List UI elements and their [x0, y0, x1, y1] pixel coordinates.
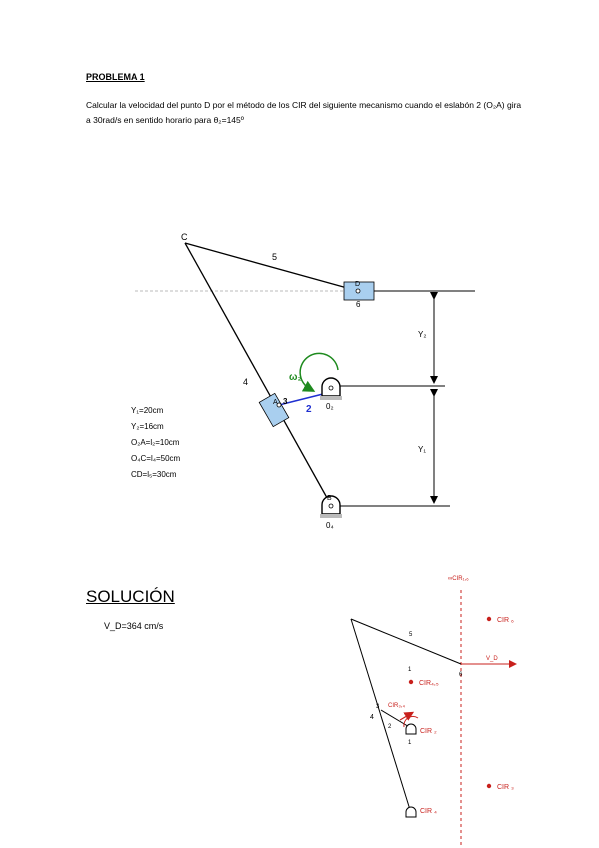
givens-list: Y₁=20cm Y₂=16cm O₂A=l₂=10cm O₄C=l₄=50cm …: [131, 403, 180, 483]
sol-label-pt1b: 1: [408, 740, 412, 746]
given-l2: O₂A=l₂=10cm: [131, 438, 180, 447]
sol-label-vd: V_D: [486, 656, 498, 662]
label-a: A: [273, 399, 278, 406]
sol-label-cir-top: ∞CIR₁,₆: [448, 576, 469, 582]
sol-link-5: [350, 618, 462, 665]
cir45-point: [408, 679, 414, 685]
ground-pivot-o2: [320, 377, 342, 400]
label-link-2: 2: [306, 404, 312, 415]
given-y1: Y₁=20cm: [131, 406, 164, 415]
sol-vd-arrow: [399, 711, 415, 721]
label-y1: Y₁: [418, 445, 426, 454]
link-4: [184, 242, 332, 506]
given-l4: O₄C=l₄=50cm: [131, 454, 181, 463]
label-link-5: 5: [272, 252, 277, 262]
label-b: B: [327, 495, 332, 502]
sol-label-pt3: 3: [376, 704, 380, 710]
given-l5: CD=l₅=30cm: [131, 470, 177, 479]
sol-label-cir6: CIR ₆: [497, 617, 514, 624]
sol-label-cir45: CIR₄,₅: [419, 680, 439, 687]
label-link-4: 4: [243, 377, 248, 387]
pin-a: [276, 402, 282, 408]
sol-pivot-4: [405, 806, 417, 818]
sol-label-link-2: 2: [388, 724, 392, 730]
label-d: D: [355, 281, 360, 288]
problem-statement: Calcular la velocidad del punto D por el…: [86, 100, 522, 125]
label-o2: 0₂: [326, 402, 334, 411]
sol-label-cir3: CIR ₃: [497, 784, 514, 791]
sol-label-pt6: 6: [459, 672, 463, 678]
sol-label-cir34: CIR₃,₄: [388, 703, 405, 709]
sol-label-link-5: 5: [409, 632, 413, 638]
sol-label-cir4: CIR ₄: [420, 808, 437, 815]
problem-title: PROBLEMA 1: [86, 72, 145, 82]
sol-label-pt1: 1: [408, 667, 412, 673]
velocity-result: V_D=364 cm/s: [104, 621, 164, 631]
sol-label-cir2: CIR ₂: [420, 728, 437, 735]
label-y2: Y₂: [418, 330, 426, 339]
label-c: C: [181, 232, 188, 242]
cir3-point: [486, 783, 492, 789]
sol-link-2: [380, 709, 412, 729]
ground-pivot-o4: [320, 495, 342, 518]
sol-link-4: [350, 618, 412, 814]
given-y2: Y₂=16cm: [131, 422, 164, 431]
label-link-6: 6: [356, 300, 361, 309]
label-o4: 0₄: [326, 521, 334, 530]
label-link-3: 3: [283, 397, 288, 406]
cir6-point: [486, 616, 492, 622]
sol-pivot-2: [405, 723, 417, 735]
solution-title: SOLUCIÓN: [86, 587, 175, 606]
sol-label-link-4: 4: [370, 714, 374, 721]
link-5: [184, 242, 359, 292]
pin-d: [355, 288, 361, 294]
slider-block-3: [258, 392, 290, 428]
label-omega: ω₂: [289, 372, 302, 383]
omega-arc: [299, 352, 339, 392]
